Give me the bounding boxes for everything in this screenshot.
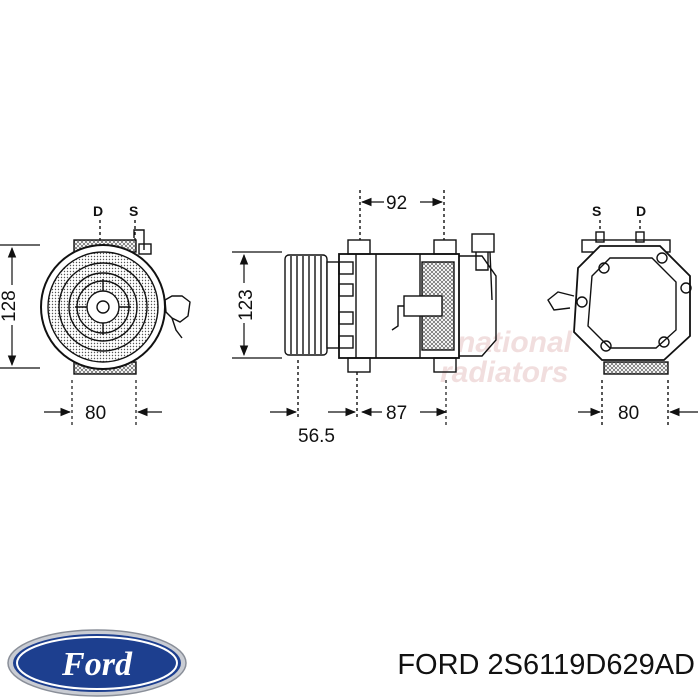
port-label-right-discharge: D [636, 203, 646, 219]
dimension-left-width [44, 380, 162, 425]
compressor-front-view [40, 220, 191, 375]
dim-middle-bottom-right-text: 87 [386, 403, 407, 424]
dim-left-height-text: 128 [0, 290, 20, 322]
part-number-label: FORD 2S6119D629AD [397, 649, 695, 681]
dim-middle-height-text: 123 [236, 289, 257, 321]
port-label-left-suction: S [129, 203, 138, 219]
compressor-rear-view [547, 220, 692, 425]
watermark-line-2: radiators [440, 356, 568, 389]
dim-middle-top-text: 92 [386, 193, 407, 214]
ford-logo: Ford [7, 629, 187, 697]
port-label-left-discharge: D [93, 203, 103, 219]
dim-left-width-text: 80 [85, 403, 106, 424]
dimension-middle-bottom [270, 380, 448, 425]
dim-right-width-text: 80 [618, 403, 639, 424]
dim-middle-bottom-left-text: 56.5 [298, 426, 335, 447]
ford-logo-oval [13, 634, 181, 692]
port-label-right-suction: S [592, 203, 601, 219]
compressor-side-view [284, 190, 497, 420]
ford-logo-text: Ford [61, 646, 133, 683]
